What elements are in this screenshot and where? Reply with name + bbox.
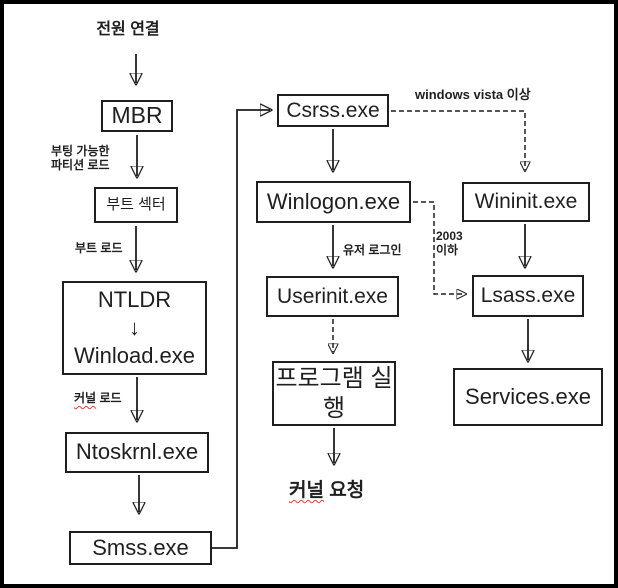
node-mbr: MBR xyxy=(101,100,173,132)
edge-label-boot-load: 부트 로드 xyxy=(75,241,123,255)
node-boot-sector: 부트 섹터 xyxy=(94,187,178,223)
edge-label-windows-vista-plus: windows vista 이상 xyxy=(415,87,531,102)
node-csrss: Csrss.exe xyxy=(277,94,389,127)
node-wininit: Wininit.exe xyxy=(462,182,590,222)
node-winlogon: Winlogon.exe xyxy=(256,181,411,223)
ntldr-label: NTLDR xyxy=(97,287,172,312)
edge-smss-to-csrss xyxy=(212,110,270,549)
edge-label-bootable-partition-load: 부팅 가능한 파티션 로드 xyxy=(51,144,110,172)
diagram-connectors xyxy=(4,54,618,549)
node-userinit: Userinit.exe xyxy=(266,276,399,317)
node-lsass: Lsass.exe xyxy=(472,275,584,317)
edge-label-kernel-load: 커널 로드 xyxy=(74,391,122,405)
edge-csrss-to-wininit xyxy=(391,110,525,170)
edge-label-2003-or-below: 2003 이하 xyxy=(436,229,463,257)
annotation-kernel-request: 커널 요청 xyxy=(289,480,365,501)
winload-label: Winload.exe xyxy=(73,343,196,368)
kernel-word-spellcheck: 커널 xyxy=(74,391,97,405)
node-services: Services.exe xyxy=(453,368,603,426)
node-ntoskrnl: Ntoskrnl.exe xyxy=(65,432,209,473)
edge-winlogon-to-lsass xyxy=(413,201,465,294)
node-program-run: 프로그램 실행 xyxy=(272,361,396,426)
diagram-title-power-connect: 전원 연결 xyxy=(96,21,160,38)
node-ntldr-winload: NTLDR ↓ Winload.exe xyxy=(62,281,207,375)
node-smss: Smss.exe xyxy=(69,531,212,565)
kernel-word-spellcheck: 커널 xyxy=(289,480,324,501)
down-arrow-glyph: ↓ xyxy=(129,315,140,340)
edge-label-user-login: 유저 로그인 xyxy=(343,243,402,257)
